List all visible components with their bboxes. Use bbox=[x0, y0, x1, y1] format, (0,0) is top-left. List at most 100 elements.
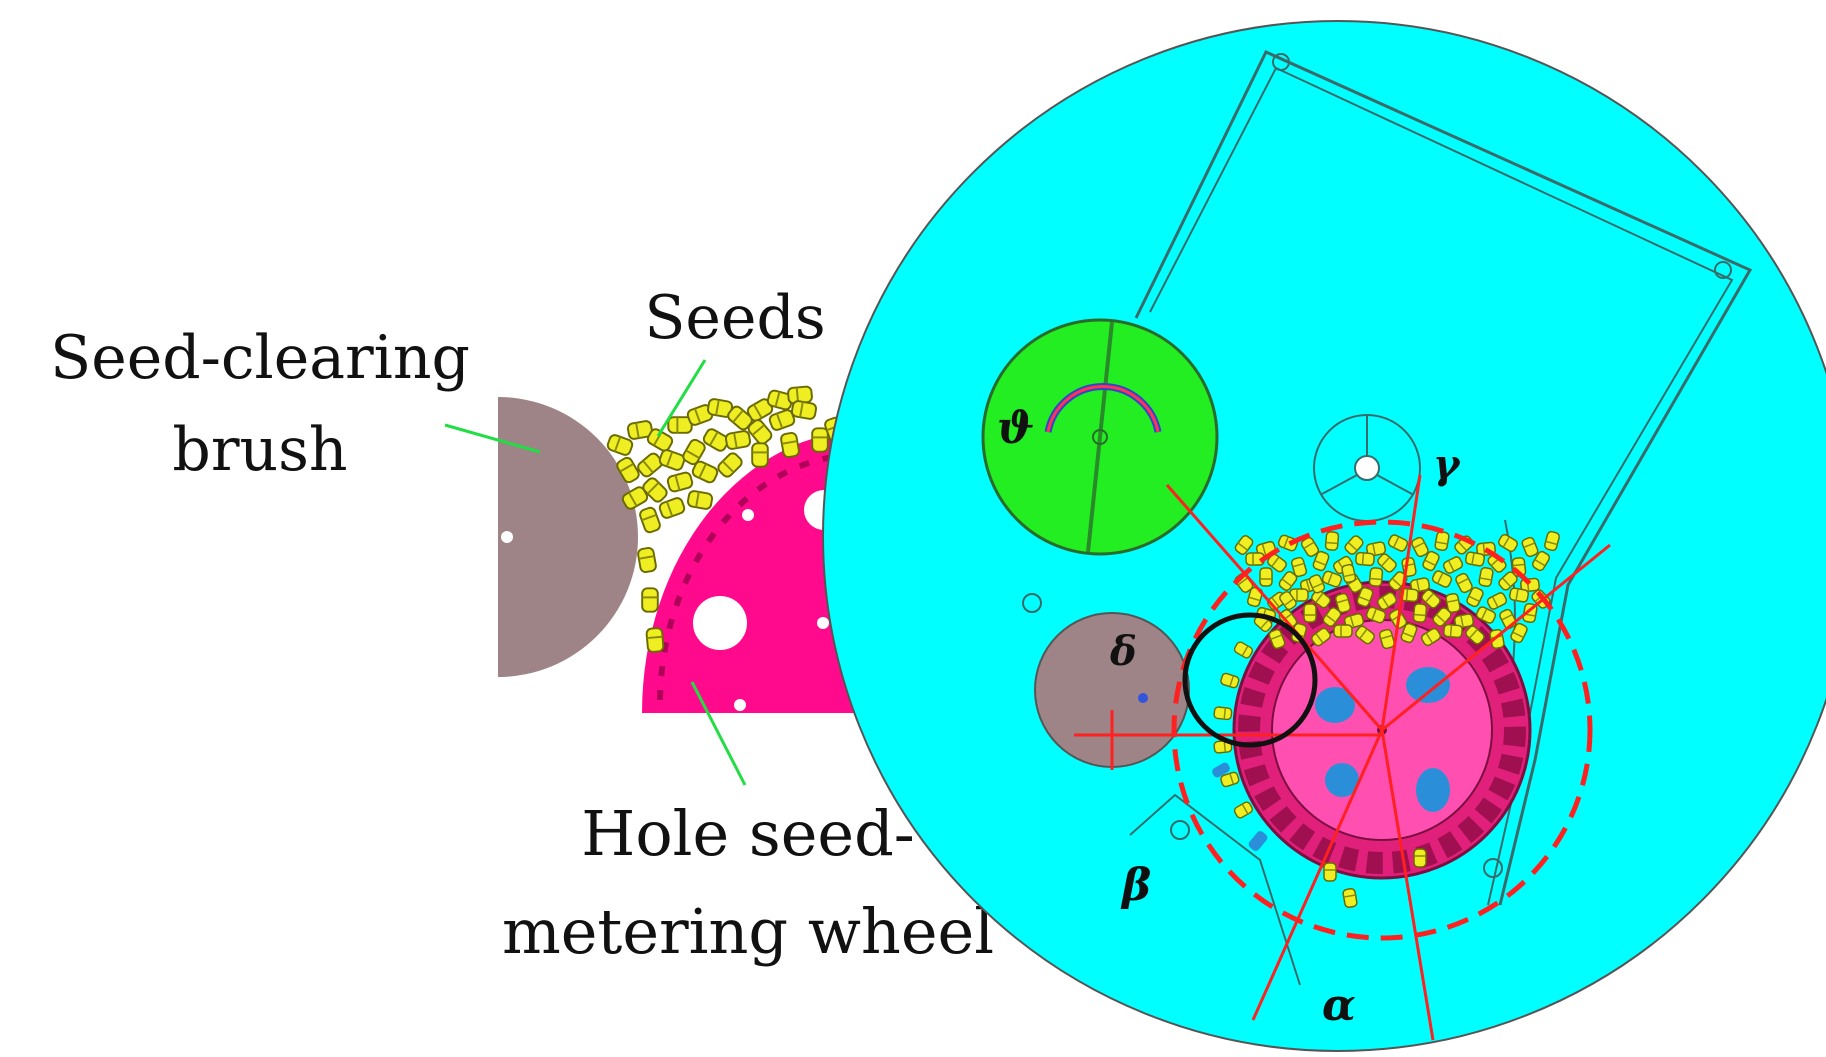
seed bbox=[790, 400, 818, 420]
housing-screw bbox=[1022, 593, 1042, 613]
wheel-leader-line bbox=[690, 681, 747, 786]
detail-seeds bbox=[606, 385, 846, 653]
gamma-hub bbox=[1313, 414, 1421, 522]
brush-label-line1: Seed-clearing bbox=[50, 323, 470, 393]
seed bbox=[686, 490, 714, 510]
seed bbox=[1334, 592, 1352, 614]
seed bbox=[1290, 556, 1308, 578]
theta-arc-inner bbox=[1046, 385, 1160, 433]
seed bbox=[686, 404, 714, 426]
seed bbox=[1465, 625, 1485, 645]
detail-view: Seeds Seed-clearing brush Hole seed- met… bbox=[50, 283, 1188, 968]
housing-disc bbox=[822, 20, 1826, 1052]
wheel-label-line1: Hole seed- bbox=[581, 797, 914, 870]
housing-seeds bbox=[1213, 530, 1560, 909]
seed bbox=[1376, 591, 1398, 611]
seed bbox=[1233, 801, 1254, 819]
seed bbox=[751, 442, 769, 468]
seed bbox=[1442, 556, 1464, 574]
angle-dashed-circle bbox=[1171, 519, 1593, 941]
seed bbox=[1322, 607, 1342, 627]
seed bbox=[1344, 535, 1364, 555]
wheel-port bbox=[1406, 667, 1450, 703]
seed bbox=[1400, 622, 1418, 644]
seed bbox=[1486, 592, 1508, 610]
seed bbox=[1308, 574, 1326, 594]
housing-details bbox=[981, 50, 1753, 1041]
seed bbox=[1311, 627, 1331, 647]
seed bbox=[637, 546, 657, 574]
seed bbox=[606, 434, 634, 456]
seed bbox=[1377, 553, 1397, 573]
small-brush-pin bbox=[1138, 693, 1148, 703]
housing-view: ϑ γ δ β α bbox=[822, 20, 1826, 1052]
seed bbox=[1368, 567, 1384, 587]
seed bbox=[1213, 706, 1233, 721]
seed bbox=[1455, 572, 1473, 594]
seed bbox=[1259, 567, 1273, 587]
seed bbox=[1279, 591, 1297, 611]
theta-label: ϑ bbox=[997, 403, 1034, 454]
seed bbox=[1342, 887, 1358, 909]
wheel-port bbox=[1416, 768, 1450, 812]
blue-slot bbox=[1248, 831, 1268, 851]
seed bbox=[1399, 587, 1419, 603]
seed bbox=[1365, 541, 1387, 557]
seed bbox=[1278, 571, 1298, 591]
seed bbox=[1321, 570, 1343, 588]
seeds-label: Seeds bbox=[644, 283, 825, 353]
seed bbox=[1324, 531, 1340, 551]
seed bbox=[1355, 625, 1375, 645]
seed bbox=[766, 389, 794, 411]
seed bbox=[1443, 623, 1463, 639]
zoom-circle bbox=[1182, 612, 1318, 748]
wheel-hole-small bbox=[817, 617, 829, 629]
beta-label: β bbox=[1120, 860, 1151, 911]
seed bbox=[1300, 536, 1320, 558]
gamma-label: γ bbox=[1433, 441, 1461, 488]
seed bbox=[1233, 641, 1254, 659]
housing-screw bbox=[1170, 820, 1190, 840]
seed bbox=[1412, 603, 1428, 623]
seed bbox=[1312, 550, 1330, 572]
seed bbox=[1466, 586, 1484, 608]
seed-chamber-hub bbox=[1092, 429, 1108, 445]
seed bbox=[1498, 571, 1518, 591]
seed bbox=[1475, 606, 1497, 624]
seed bbox=[702, 428, 730, 452]
housing-screw bbox=[1272, 53, 1290, 71]
seed bbox=[1420, 627, 1442, 647]
wheel-port bbox=[1315, 687, 1355, 723]
seed bbox=[616, 456, 640, 484]
seed bbox=[641, 587, 659, 613]
seed bbox=[1521, 536, 1539, 558]
seed bbox=[645, 627, 665, 653]
seed bbox=[1432, 607, 1452, 627]
seed bbox=[658, 449, 686, 471]
seed bbox=[1421, 589, 1441, 609]
seed bbox=[1268, 628, 1286, 650]
seed bbox=[1365, 606, 1387, 624]
seed bbox=[1333, 624, 1353, 638]
housing-screw bbox=[1483, 858, 1503, 878]
seed bbox=[1220, 672, 1240, 689]
wheel-port bbox=[1325, 763, 1359, 797]
brush-label-line2: brush bbox=[172, 415, 347, 485]
seed bbox=[691, 460, 719, 484]
seed bbox=[658, 497, 686, 519]
seed bbox=[1531, 550, 1551, 572]
alpha-label: α bbox=[1322, 980, 1356, 1031]
seed bbox=[1311, 589, 1331, 609]
wheel-hole-small bbox=[734, 699, 746, 711]
seed bbox=[1409, 577, 1431, 593]
seed bbox=[1464, 551, 1486, 567]
seed bbox=[1341, 563, 1357, 584]
seed bbox=[1234, 535, 1254, 555]
wheel-rim-holes bbox=[657, 452, 851, 701]
brush-pin-hole bbox=[501, 531, 513, 543]
seed bbox=[1453, 613, 1475, 629]
seed bbox=[1387, 534, 1409, 552]
seed bbox=[667, 416, 693, 434]
